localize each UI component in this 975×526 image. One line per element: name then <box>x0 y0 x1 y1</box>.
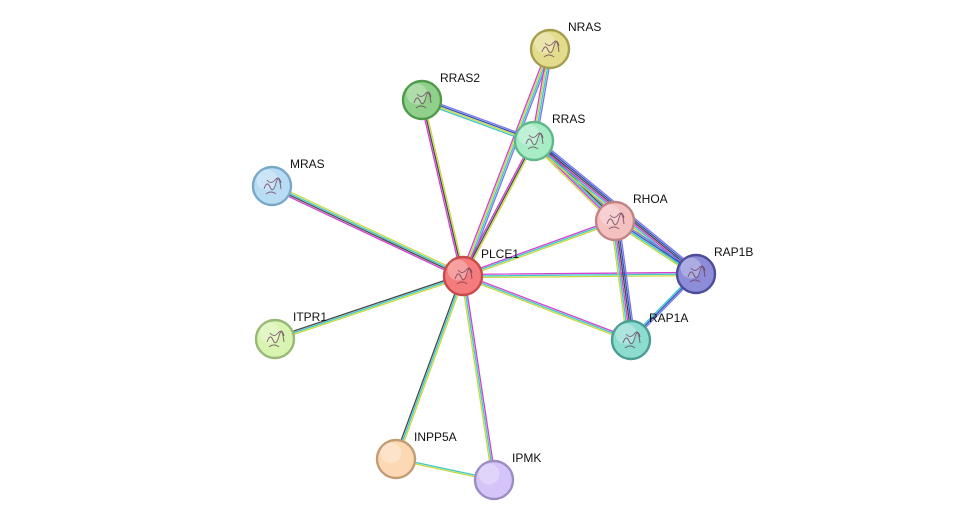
edge-plce1-rras2[interactable] <box>419 98 466 278</box>
protein-structure-icon <box>413 91 432 109</box>
edge-layer <box>270 47 700 482</box>
edge-evidence-line <box>462 140 535 277</box>
edge-evidence-line <box>462 275 632 341</box>
protein-structure-icon <box>263 177 282 195</box>
edge-evidence-line <box>273 273 464 339</box>
edge-plce1-nras[interactable] <box>460 47 553 278</box>
node-highlight <box>478 463 500 485</box>
edge-evidence-line <box>395 275 464 460</box>
node-rras2[interactable]: RRAS2 <box>401 71 480 121</box>
node-circle <box>675 253 717 295</box>
edge-evidence-line <box>462 274 697 279</box>
protein-structure-icon <box>606 212 625 230</box>
edge-evidence-line <box>463 275 497 481</box>
node-label: INPP5A <box>414 430 457 444</box>
edge-evidence-line <box>464 49 553 278</box>
edge-evidence-line <box>272 183 465 275</box>
node-circle <box>401 79 443 121</box>
protein-structure-icon <box>687 265 706 283</box>
node-label: RAP1B <box>714 245 753 259</box>
edge-plce1-ipmk[interactable] <box>460 275 497 481</box>
edge-evidence-line <box>462 273 697 277</box>
protein-structure-icon <box>266 330 285 348</box>
node-circle <box>594 200 636 242</box>
edge-evidence-line <box>460 275 494 481</box>
edge-plce1-rhoa[interactable] <box>461 218 617 279</box>
node-inpp5a[interactable]: INPP5A <box>375 430 457 480</box>
edge-evidence-line <box>462 273 633 340</box>
node-itpr1[interactable]: ITPR1 <box>254 310 327 360</box>
edge-evidence-line <box>396 275 466 461</box>
node-rras[interactable]: RRAS <box>513 112 585 162</box>
edge-plce1-rap1a[interactable] <box>461 273 633 343</box>
edge-evidence-line <box>460 139 534 276</box>
node-rap1a[interactable]: RAP1A <box>610 311 688 361</box>
node-label: PLCE1 <box>481 247 519 261</box>
node-label: IPMK <box>512 451 541 465</box>
node-label: RRAS <box>552 112 585 126</box>
node-circle <box>529 28 571 70</box>
node-circle <box>473 459 515 501</box>
node-mras[interactable]: MRAS <box>251 157 325 207</box>
edge-evidence-line <box>618 219 636 341</box>
edge-plce1-rap1b[interactable] <box>462 271 697 279</box>
node-circle <box>442 255 484 297</box>
edge-evidence-line <box>462 220 616 277</box>
edge-plce1-inpp5a[interactable] <box>393 274 466 461</box>
node-nras[interactable]: NRAS <box>529 20 601 70</box>
protein-structure-icon <box>541 40 560 58</box>
edge-plce1-mras[interactable] <box>270 183 465 279</box>
node-label: RAP1A <box>649 311 688 325</box>
node-label: RHOA <box>633 192 668 206</box>
edge-evidence-line <box>274 275 464 340</box>
edge-evidence-line <box>271 184 464 276</box>
edge-evidence-line <box>274 276 465 342</box>
node-rap1b[interactable]: RAP1B <box>675 245 753 295</box>
node-circle <box>251 165 293 207</box>
node-circle <box>375 438 417 480</box>
edge-evidence-line <box>461 218 616 276</box>
edge-evidence-line <box>422 98 466 277</box>
edge-evidence-line <box>421 99 464 277</box>
edge-evidence-line <box>419 99 463 278</box>
node-label: ITPR1 <box>293 310 327 324</box>
node-plce1[interactable]: PLCE1 <box>442 247 519 297</box>
edge-plce1-itpr1[interactable] <box>273 273 465 342</box>
edge-evidence-line <box>463 48 552 277</box>
edge-evidence-line <box>270 187 463 279</box>
edge-plce1-rras[interactable] <box>460 139 537 278</box>
node-label: MRAS <box>290 157 325 171</box>
protein-structure-icon <box>525 132 544 150</box>
edge-evidence-line <box>460 47 549 276</box>
edge-evidence-line <box>462 271 697 276</box>
edge-evidence-line <box>462 275 495 481</box>
edge-evidence-line <box>461 276 632 343</box>
edge-evidence-line <box>461 48 550 277</box>
node-rhoa[interactable]: RHOA <box>594 192 668 242</box>
node-label: RRAS2 <box>440 71 480 85</box>
protein-structure-icon <box>622 331 641 349</box>
node-circle <box>254 318 296 360</box>
edge-evidence-line <box>463 141 537 278</box>
edge-evidence-line <box>610 220 628 342</box>
edge-evidence-line <box>393 274 463 460</box>
node-circle <box>610 319 652 361</box>
node-highlight <box>380 442 402 464</box>
edge-evidence-line <box>271 186 464 278</box>
edge-evidence-line <box>462 221 617 279</box>
protein-structure-icon <box>454 267 473 285</box>
node-circle <box>513 120 555 162</box>
node-ipmk[interactable]: IPMK <box>473 451 541 501</box>
node-label: NRAS <box>568 20 601 34</box>
